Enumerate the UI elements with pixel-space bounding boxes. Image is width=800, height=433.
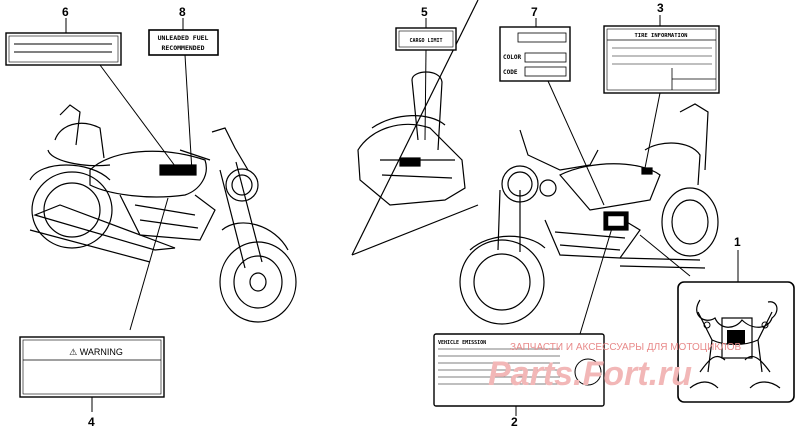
emission-label-title: VEHICLE EMISSION [438,340,486,346]
fuel-label-line1: UNLEADED FUEL [158,34,209,42]
watermark-brand: Parts.Fort.ru [488,355,692,393]
label-3-tire-plate: TIRE INFORMATION [603,15,720,169]
label-2-emission-plate: VEHICLE EMISSION [433,227,613,416]
callout-5: 5 [421,5,428,19]
code-field-label: CODE [503,69,518,76]
right-motorcycle-illustration [459,103,719,325]
callout-7: 7 [531,5,538,19]
fuel-label-line2: RECOMMENDED [161,44,204,52]
callout-1: 1 [734,235,741,249]
label-5-cargo-plate: CARGO LIMIT [395,18,457,141]
label-8-fuel-plate: UNLEADED FUEL RECOMMENDED [148,18,219,173]
callout-3: 3 [657,1,664,15]
tire-info-title: TIRE INFORMATION [635,33,688,39]
label-7-color-plate: COLOR CODE [499,18,605,206]
scene-divider-line [351,0,479,256]
color-field-label: COLOR [503,54,521,61]
callout-2: 2 [511,415,518,429]
left-motorcycle-illustration [29,104,297,323]
label-6-plate [5,18,179,171]
scene-divider-line-lower [351,204,479,256]
watermark: ЗАПЧАСТИ И АКСЕССУАРЫ ДЛЯ МОТОЦИКЛОВ Par… [488,342,742,393]
warning-label-text: ⚠ WARNING [69,347,123,357]
saddlebag-illustration [357,71,466,206]
callout-4: 4 [88,415,95,429]
callout-6: 6 [62,5,69,19]
cargo-label-text: CARGO LIMIT [409,38,442,44]
callout-8: 8 [179,5,186,19]
watermark-caption: ЗАПЧАСТИ И АКСЕССУАРЫ ДЛЯ МОТОЦИКЛОВ [510,342,742,353]
detail-1-frame-box [639,234,795,403]
label-4-warning-plate: ⚠ WARNING [19,197,169,412]
